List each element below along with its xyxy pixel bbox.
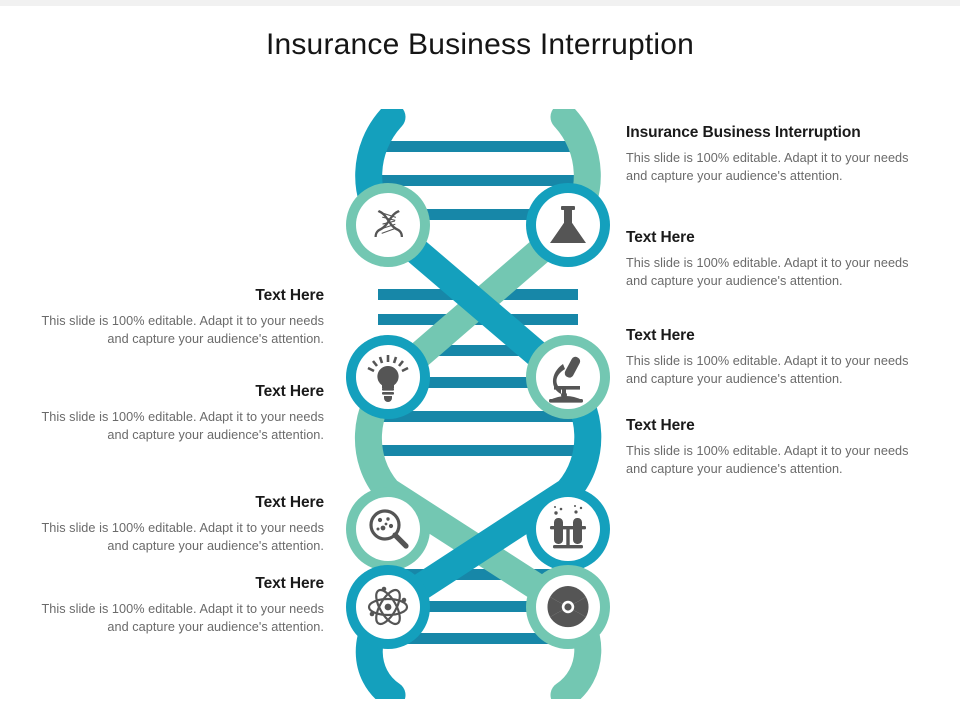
helix-node-magnifier bbox=[346, 487, 430, 571]
left-block-2-heading: Text Here bbox=[255, 383, 324, 400]
left-text-block-3: Text Here This slide is 100% editable. A… bbox=[24, 494, 324, 555]
test-tube-rack-icon bbox=[550, 505, 586, 549]
left-block-3-body: This slide is 100% editable. Adapt it to… bbox=[41, 521, 324, 554]
node-disc-1 bbox=[356, 193, 420, 257]
right-text-block-2: Text Here This slide is 100% editable. A… bbox=[626, 229, 931, 290]
left-block-4-heading: Text Here bbox=[255, 575, 324, 592]
helix-node-dna-helix bbox=[346, 183, 430, 267]
dna-helix-graphic bbox=[332, 109, 624, 699]
right-block-4-heading: Text Here bbox=[626, 417, 695, 434]
left-text-block-1: Text Here This slide is 100% editable. A… bbox=[24, 287, 324, 348]
right-text-block-3: Text Here This slide is 100% editable. A… bbox=[626, 327, 931, 388]
right-block-3-body: This slide is 100% editable. Adapt it to… bbox=[626, 354, 909, 387]
right-block-4-body: This slide is 100% editable. Adapt it to… bbox=[626, 444, 909, 477]
helix-node-radioactive bbox=[526, 565, 610, 649]
left-block-3-heading: Text Here bbox=[255, 494, 324, 511]
page-title: Insurance Business Interruption bbox=[265, 28, 695, 61]
right-text-block-1: Insurance Business Interruption This sli… bbox=[626, 124, 931, 185]
left-text-block-4: Text Here This slide is 100% editable. A… bbox=[24, 575, 324, 636]
left-text-block-2: Text Here This slide is 100% editable. A… bbox=[24, 383, 324, 444]
right-block-2-body: This slide is 100% editable. Adapt it to… bbox=[626, 256, 909, 289]
radioactive-icon bbox=[547, 586, 589, 628]
right-text-block-4: Text Here This slide is 100% editable. A… bbox=[626, 417, 931, 478]
right-block-3-heading: Text Here bbox=[626, 327, 695, 344]
microscope-icon bbox=[549, 356, 583, 403]
helix-node-lightbulb bbox=[346, 335, 430, 419]
right-block-1-body: This slide is 100% editable. Adapt it to… bbox=[626, 151, 909, 184]
left-block-1-heading: Text Here bbox=[255, 287, 324, 304]
atom-icon bbox=[367, 586, 409, 626]
erlenmeyer-flask-icon bbox=[550, 206, 586, 243]
helix-node-microscope bbox=[526, 335, 610, 419]
right-block-2-heading: Text Here bbox=[626, 229, 695, 246]
helix-node-flask bbox=[526, 183, 610, 267]
left-block-2-body: This slide is 100% editable. Adapt it to… bbox=[41, 410, 324, 443]
left-block-1-body: This slide is 100% editable. Adapt it to… bbox=[41, 314, 324, 347]
left-block-4-body: This slide is 100% editable. Adapt it to… bbox=[41, 602, 324, 635]
magnifier-petri-dish-icon bbox=[369, 509, 409, 549]
helix-node-atom bbox=[346, 565, 430, 649]
lightbulb-icon bbox=[367, 355, 409, 402]
helix-node-test-tubes bbox=[526, 487, 610, 571]
node-disc-5 bbox=[356, 497, 420, 561]
right-block-1-heading: Insurance Business Interruption bbox=[626, 124, 861, 141]
dna-helix-icon bbox=[374, 210, 403, 237]
